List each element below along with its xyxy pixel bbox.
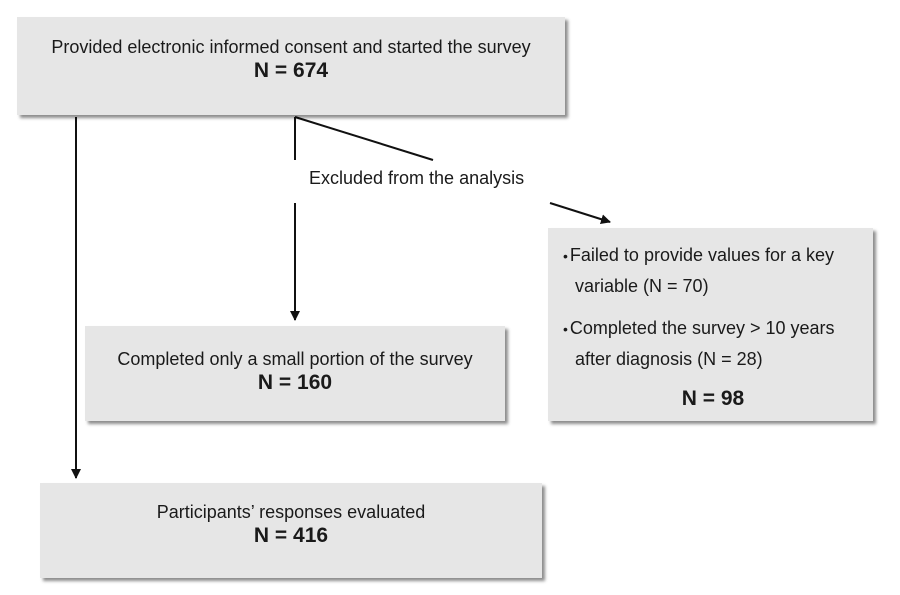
evaluated-count: N = 416 <box>253 524 329 547</box>
excluded-box: •Failed to provide values for a key vari… <box>548 228 873 421</box>
excluded-reason-item: •Failed to provide values for a key vari… <box>563 240 863 301</box>
excluded-count: N = 98 <box>681 387 745 410</box>
small-portion-title: Completed only a small portion of the su… <box>117 349 473 369</box>
start-title: Provided electronic informed consent and… <box>51 37 531 57</box>
small-portion-count: N = 160 <box>257 371 333 394</box>
start-box: Provided electronic informed consent and… <box>17 17 565 115</box>
evaluated-title: Participants’ responses evaluated <box>156 502 426 522</box>
bullet-icon: • <box>563 321 568 337</box>
excluded-reason-text: Completed the survey > 10 years after di… <box>569 318 835 369</box>
excluded-label: Excluded from the analysis <box>305 166 529 190</box>
line-diagonal-upper <box>294 116 434 161</box>
small-portion-box: Completed only a small portion of the su… <box>85 326 505 421</box>
start-count: N = 674 <box>253 59 329 82</box>
arrow-diagonal-to-excluded <box>549 202 611 225</box>
bullet-icon: • <box>563 248 568 264</box>
excluded-reason-text: Failed to provide values for a key varia… <box>569 245 835 296</box>
excluded-reason-item: •Completed the survey > 10 years after d… <box>563 313 863 374</box>
evaluated-box: Participants’ responses evaluated N = 41… <box>40 483 542 578</box>
